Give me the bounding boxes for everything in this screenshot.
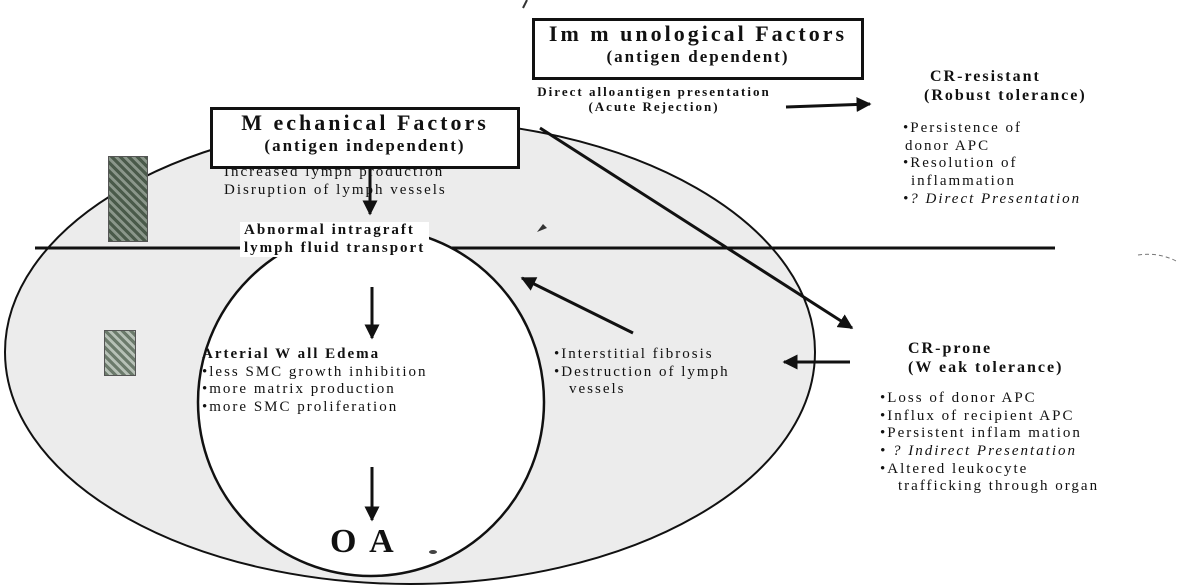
cr-prone-item: •Persistent inflam mation — [880, 425, 1082, 442]
cr-prone-item: •Influx of recipient APC — [880, 407, 1075, 424]
arrow-immuno-to-cr-prone — [539, 126, 854, 330]
mechanical-factors-box: M echanical Factors (antigen independent… — [210, 107, 520, 169]
cr-resistant-subtitle: (Robust tolerance) — [924, 86, 1087, 104]
oa-outcome: O A — [330, 523, 397, 560]
dot-mark — [429, 550, 437, 554]
cr-prone-item: • ? Indirect Presentation — [880, 443, 1078, 460]
arterial-wall-edema: Arterial W all Edema •less SMC growth in… — [202, 346, 428, 417]
cr-resistant-header: CR-resistant (Robust tolerance) — [924, 68, 1087, 106]
abnormal-transport-label: Abnormal intragraft lymph fluid transpor… — [240, 222, 430, 258]
cr-prone-item: •Altered leukocyte — [880, 460, 1029, 477]
cr-prone-item: •Loss of donor APC — [880, 390, 1037, 406]
mechanical-subtitle: (antigen independent) — [264, 136, 466, 155]
graft-thumbnail-lower — [104, 330, 136, 376]
graft-thumbnail-upper — [108, 156, 148, 242]
arrow-direct-to-cr-resistant — [785, 96, 872, 112]
cr-resistant-item: donor APC — [905, 137, 991, 154]
arrow-fibrosis-to-transport — [520, 276, 634, 335]
cr-resistant-item: •? Direct Presentation — [903, 190, 1082, 207]
fibrosis-item: •Interstitial fibrosis — [554, 346, 714, 362]
cr-prone-subtitle: (W eak tolerance) — [908, 358, 1064, 376]
small-tick — [522, 0, 528, 9]
fibrosis-list: •Interstitial fibrosis •Destruction of l… — [554, 346, 730, 399]
mechanical-effects: Increased lymph production Disruption of… — [224, 164, 447, 199]
cr-prone-item: trafficking through organ — [898, 478, 1100, 495]
immunological-title: Im m unological Factors — [548, 21, 848, 46]
dashed-stroke — [1137, 253, 1179, 263]
cr-prone-title: CR-prone — [908, 340, 993, 357]
cr-resistant-item: •Resolution of — [903, 155, 1018, 172]
cr-resistant-item: •Persistence of — [903, 120, 1022, 136]
direct-presentation-label: Direct alloantigen presentation (Acute R… — [537, 84, 771, 115]
effect-disruption-vessels: Disruption of lymph vessels — [224, 181, 447, 198]
edema-title: Arterial W all Edema — [202, 346, 381, 362]
cr-resistant-title: CR-resistant — [930, 68, 1041, 85]
immunological-factors-box: Im m unological Factors (antigen depende… — [532, 18, 864, 80]
cr-resistant-list: •Persistence of donor APC •Resolution of… — [903, 120, 1081, 208]
cr-prone-list: •Loss of donor APC •Influx of recipient … — [880, 390, 1099, 496]
edema-item: •more matrix production — [202, 381, 396, 398]
cr-resistant-item: inflammation — [911, 173, 1016, 190]
immunological-subtitle: (antigen dependent) — [606, 47, 790, 66]
fibrosis-item: vessels — [569, 381, 626, 398]
edema-item: •less SMC growth inhibition — [202, 363, 428, 380]
edema-item: •more SMC proliferation — [202, 399, 399, 416]
mechanical-title: M echanical Factors — [241, 110, 489, 135]
cr-prone-header: CR-prone (W eak tolerance) — [908, 340, 1063, 378]
effect-increased-lymph: Increased lymph production — [224, 164, 445, 180]
stray-mark — [537, 224, 547, 232]
fibrosis-item: •Destruction of lymph — [554, 363, 730, 380]
